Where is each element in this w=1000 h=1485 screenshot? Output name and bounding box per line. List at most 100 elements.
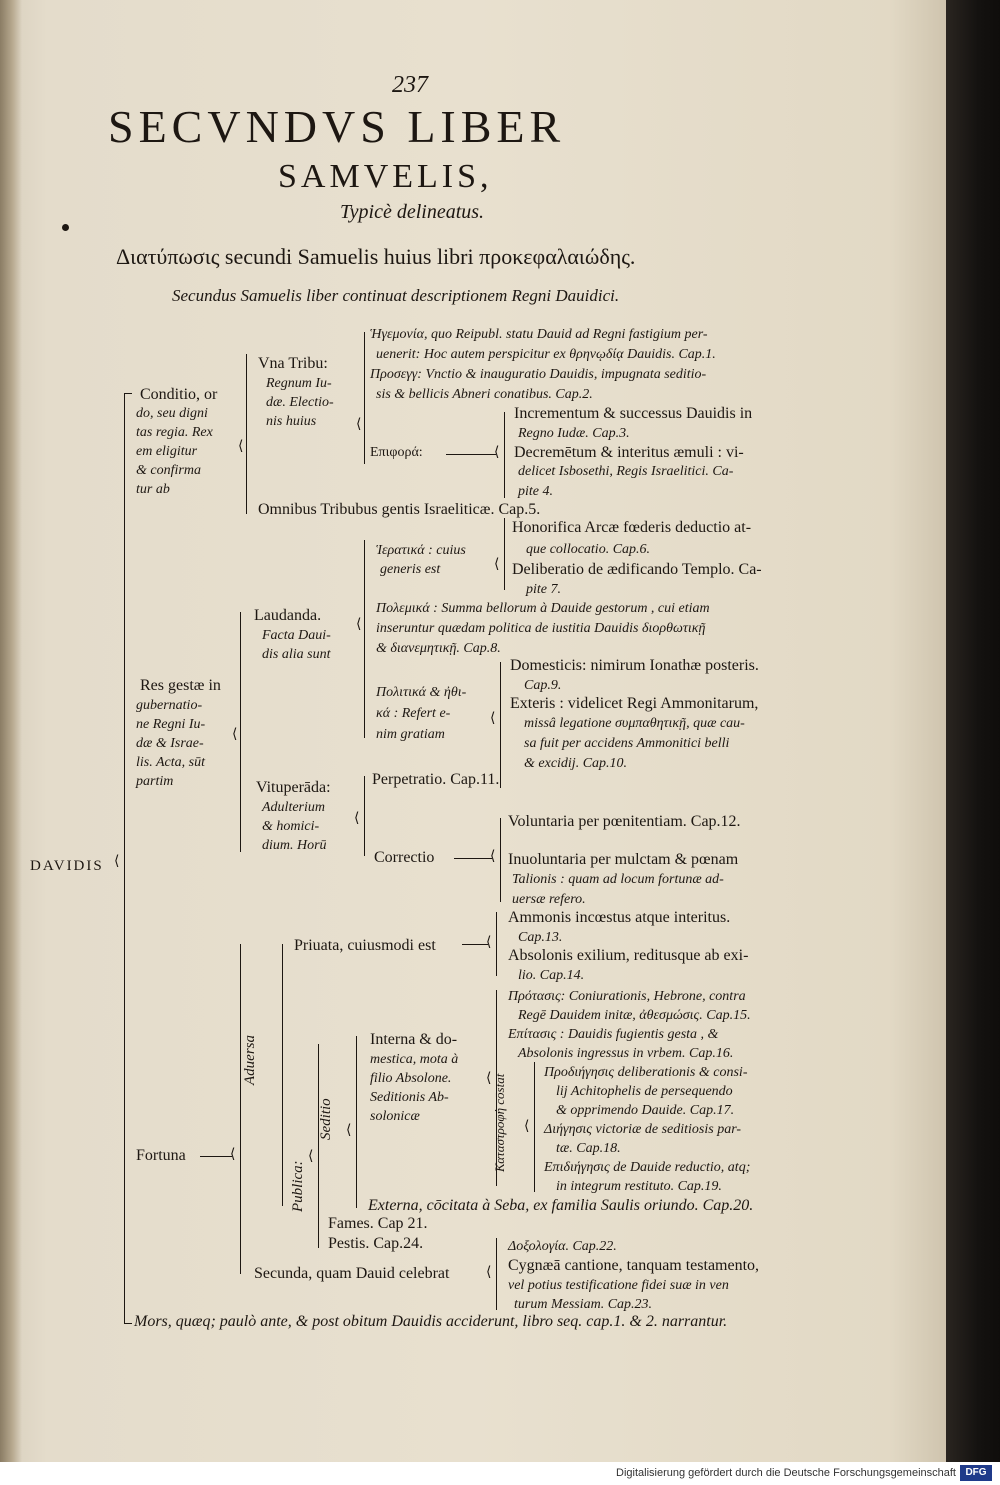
politika-line-2: κά : Refert e- xyxy=(376,706,451,721)
conditio-brace xyxy=(246,354,247,514)
mors-line: Mors, quæq; paulò ante, & post obitum Da… xyxy=(134,1313,728,1330)
main-brace xyxy=(124,393,125,1323)
publica-brace-point: ⟨ xyxy=(308,1149,314,1164)
interna-line-4: Seditionis Ab- xyxy=(370,1090,449,1105)
fortuna-brace xyxy=(240,944,241,1274)
seditio-label: Seditio xyxy=(318,1098,334,1140)
cygnaea-line-3: turum Messiam. Cap.23. xyxy=(514,1297,653,1312)
section-heading: Διατύπωσις secundi Samuelis huius libri … xyxy=(116,244,636,269)
katastrophe-label: Καταστροφὴ cōstat xyxy=(492,1073,507,1172)
vituperanda-line-4: dium. Horū xyxy=(262,838,327,853)
correctio-brace-point: ⟨ xyxy=(490,849,496,864)
unatribu-line-4: nis huius xyxy=(266,414,317,429)
seditio-brace-point: ⟨ xyxy=(346,1123,352,1138)
footer-credit: Digitalisierung gefördert durch die Deut… xyxy=(616,1467,956,1479)
exteris-line-1: Exteris : videlicet Regi Ammonitarum, xyxy=(510,695,759,712)
absolonis-line-2: lio. Cap.14. xyxy=(518,968,585,983)
interna-line-3: filio Absolone. xyxy=(370,1071,452,1086)
epiphora-label: Επιφορά: xyxy=(370,445,423,460)
fortuna-brace-point: ⟨ xyxy=(230,1147,236,1162)
fames-line: Fames. Cap 21. xyxy=(328,1215,428,1232)
deliberatio-line-2: pite 7. xyxy=(526,582,561,597)
resgestae-line-5: lis. Acta, sūt xyxy=(136,755,205,770)
priuata-line: Priuata, cuiusmodi est xyxy=(294,937,436,954)
main-brace-point: ⟨ xyxy=(114,854,120,869)
domesticis-line-2: Cap.9. xyxy=(524,678,562,693)
exteris-line-3: sa fuit per accidens Ammonitici belli xyxy=(524,736,730,751)
interna-line-5: solonicæ xyxy=(370,1109,420,1124)
resgestae-line-3: ne Regni Iu- xyxy=(136,717,206,732)
vituperanda-brace xyxy=(364,776,365,856)
vituperanda-brace-point: ⟨ xyxy=(354,811,360,826)
conditio-line-2: do, seu digni xyxy=(136,406,208,421)
hegemonia-line-2: uenerit: Hoc autem perspicitur ex θρηνῳδ… xyxy=(376,347,716,362)
resgestae-line-1: Res gestæ in xyxy=(140,677,221,694)
domesticis-line-1: Domesticis: nimirum Ionathæ posteris. xyxy=(510,657,759,674)
katastrophe-brace-point: ⟨ xyxy=(524,1119,530,1134)
vituperanda-line-3: & homici- xyxy=(262,819,320,834)
conditio-tick xyxy=(124,393,132,394)
book-page: 237 SECVNDVS LIBER SAMVELIS, Typicè deli… xyxy=(0,0,946,1462)
deliberatio-line-1: Deliberatio de ædificando Templo. Ca- xyxy=(512,561,762,578)
resgestae-brace-point: ⟨ xyxy=(232,727,238,742)
inuoluntaria-line-2: Talionis : quam ad locum fortunæ ad- xyxy=(512,872,724,887)
resgestae-line-4: dæ & Israe- xyxy=(136,736,204,751)
ammonis-line-2: Cap.13. xyxy=(518,930,563,945)
laudanda-brace-point: ⟨ xyxy=(356,617,362,632)
page-title: SECVNDVS LIBER xyxy=(108,101,566,152)
mors-tick xyxy=(124,1323,132,1324)
hieratika-brace-point: ⟨ xyxy=(494,557,500,572)
epiphora-brace-point: ⟨ xyxy=(494,445,500,460)
politika-brace xyxy=(500,662,501,788)
epidiegesis-line-2: in integrum restituto. Cap.19. xyxy=(556,1179,722,1194)
honorifica-line-2: que collocatio. Cap.6. xyxy=(526,542,651,557)
conditio-line-5: & confirma xyxy=(136,463,201,478)
politika-line-3: nim gratiam xyxy=(376,727,445,742)
priuata-brace-point: ⟨ xyxy=(486,935,492,950)
prodiegesis-line-3: & opprimendo Dauide. Cap.17. xyxy=(556,1103,735,1118)
hegemonia-line-1: Ἡγεμονία, quo Reipubl. statu Dauid ad Re… xyxy=(370,327,708,342)
polemika-line-3: & διανεμητικῇ. Cap.8. xyxy=(376,641,501,656)
politika-brace-point: ⟨ xyxy=(490,711,496,726)
publica-brace xyxy=(318,1044,319,1248)
prosegesis-line-1: Προσεγγ: Vnctio & inauguratio Dauidis, i… xyxy=(370,367,707,382)
conditio-line-1: Conditio, or xyxy=(140,386,218,403)
page-subtitle: SAMVELIS, xyxy=(278,158,493,195)
conditio-line-4: em eligitur xyxy=(136,444,198,459)
prodiegesis-line-2: lij Achitophelis de persequendo xyxy=(556,1084,733,1099)
correctio-dash xyxy=(454,858,492,859)
exteris-line-4: & excidij. Cap.10. xyxy=(524,756,628,771)
polemika-line-1b: Πολεμικά : Summa bellorum à Dauide gesto… xyxy=(376,601,710,616)
epitasis-line-1: Επίτασις : Dauidis fugientis gesta , & xyxy=(508,1027,719,1042)
voluntaria-line: Voluntaria per pœnitentiam. Cap.12. xyxy=(508,813,741,830)
hieratika-brace xyxy=(504,518,505,590)
decrementum-line-3: pite 4. xyxy=(518,484,553,499)
incrementum-line-2: Regno Iudæ. Cap.3. xyxy=(518,426,630,441)
aduersa-brace xyxy=(282,944,283,1206)
fortuna-dash xyxy=(200,1156,232,1157)
inuoluntaria-line-1: Inuoluntaria per mulctam & pœnam xyxy=(508,851,739,868)
seditio-brace xyxy=(356,1036,357,1208)
epidiegesis-line-1: Επιδιήγησις de Dauide reductio, atq; xyxy=(544,1160,751,1175)
honorifica-line-1: Honorifica Arcæ fœderis deductio at- xyxy=(512,519,752,536)
fortuna-line: Fortuna xyxy=(136,1147,186,1164)
laudanda-line-3: dis alia sunt xyxy=(262,647,331,662)
unatribu-brace-point: ⟨ xyxy=(356,417,362,432)
externa-line: Externa, cōcitata à Seba, ex familia Sau… xyxy=(368,1197,754,1214)
unatribu-line-2: Regnum Iu- xyxy=(266,376,332,391)
secunda-line: Secunda, quam Dauid celebrat xyxy=(254,1265,450,1282)
ammonis-line-1: Ammonis incœstus atque interitus. xyxy=(508,909,731,926)
pestis-line: Pestis. Cap.24. xyxy=(328,1235,424,1252)
polemika-line-2: inseruntur quædam politica de iustitia D… xyxy=(376,621,706,636)
scan-edge xyxy=(946,0,1000,1462)
priuata-dash xyxy=(462,944,488,945)
root-davidis: DAVIDIS xyxy=(30,858,104,874)
perpetratio-line: Perpetratio. Cap.11. xyxy=(372,771,500,788)
decrementum-line-2: delicet Isbosethi, Regis Israelitici. Ca… xyxy=(518,464,734,479)
conditio-line-3: tas regia. Rex xyxy=(136,425,213,440)
decrementum-line-1: Decremētum & interitus æmuli : vi- xyxy=(514,444,744,461)
cygnaea-line-2: vel potius testificatione fidei suæ in v… xyxy=(508,1278,729,1293)
unatribu-line-3: dæ. Electio- xyxy=(266,395,334,410)
protasis-line-2: Regē Dauidem initæ, ἀθεσμώσις. Cap.15. xyxy=(518,1008,751,1023)
katastrophe-brace xyxy=(534,1062,535,1192)
